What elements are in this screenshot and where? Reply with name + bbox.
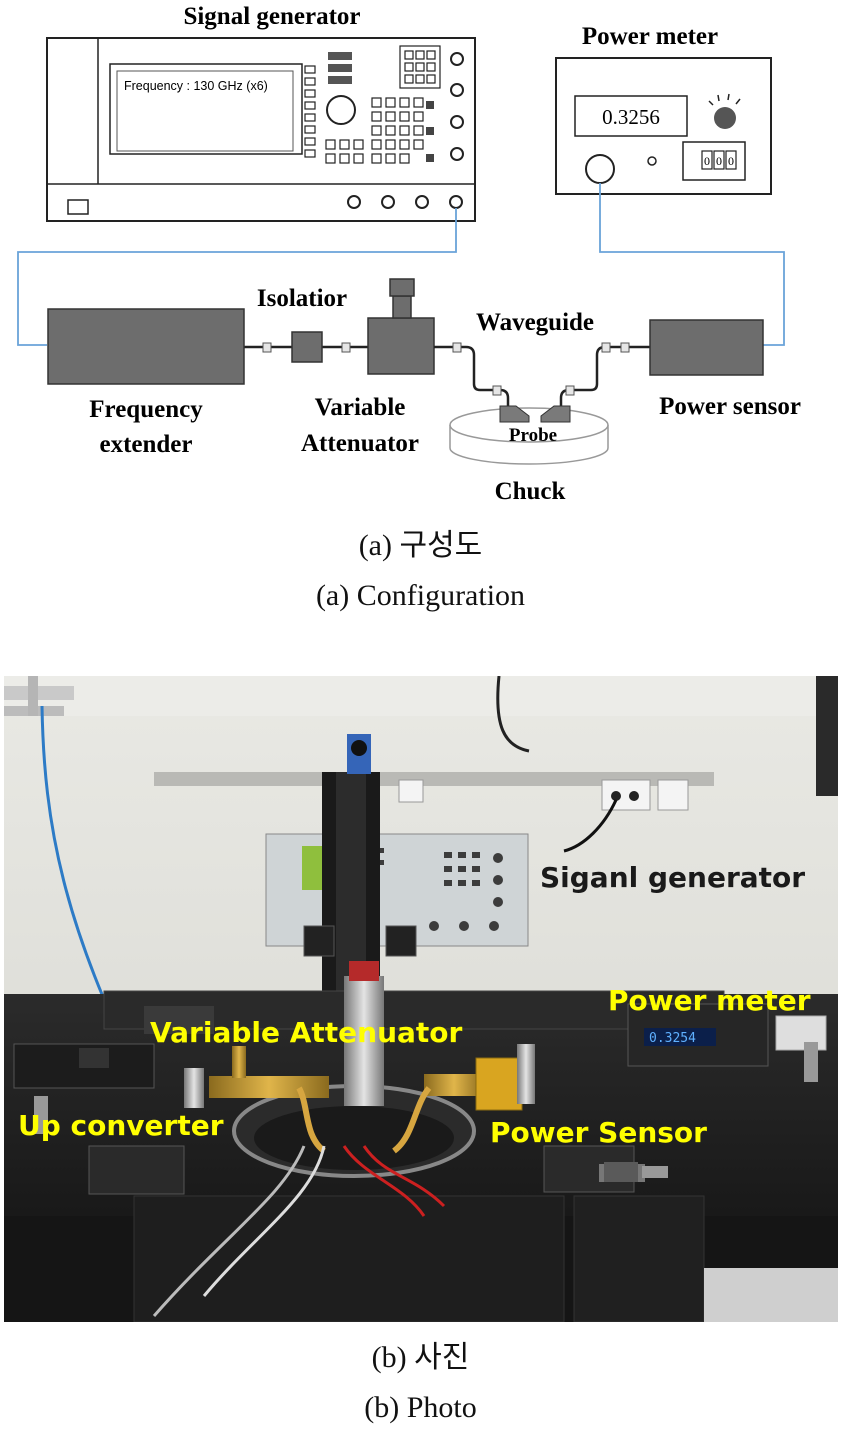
frequency-extender-label-2: extender [99, 431, 192, 458]
waveguide-chain [47, 278, 764, 406]
waveguide-label: Waveguide [476, 309, 594, 336]
power-meter-reading: 0.3256 [602, 105, 660, 129]
signal-generator: Frequency : 130 GHz (x6) [46, 37, 476, 222]
setup-photo: Siganl generator [4, 676, 838, 1322]
isolator-label: Isolatior [257, 285, 347, 312]
power-meter-knob [714, 107, 736, 129]
probe-label: Probe [509, 425, 557, 446]
power-sensor [649, 319, 764, 376]
counter-digit-2: 0 [716, 154, 722, 168]
photo-label-signal-generator: Siganl generator [540, 861, 805, 894]
photo-label-power-sensor: Power Sensor [490, 1116, 707, 1149]
chuck-label: Chuck [495, 478, 566, 505]
isolator [291, 331, 323, 363]
power-meter-title: Power meter [582, 23, 718, 50]
generator-slot [67, 199, 89, 215]
generator-screen-text: Frequency : 130 GHz (x6) [124, 79, 268, 93]
photo-label-up-converter: Up converter [18, 1109, 224, 1142]
photo-meter-display: 0.3254 [649, 1031, 696, 1046]
caption-a-korean: (a) 구성도 [358, 529, 483, 562]
caption-b-korean: (b) 사진 [371, 1341, 470, 1374]
generator-knob [326, 95, 356, 125]
variable-attenuator-label-2: Attenuator [301, 430, 419, 457]
configuration-diagram: Signal generator Power meter Frequency :… [17, 3, 801, 505]
caption-b-english: (b) Photo [364, 1391, 477, 1424]
power-meter: 0.3256 0 0 0 [555, 57, 772, 195]
chuck [449, 405, 609, 465]
power-sensor-label: Power sensor [659, 393, 801, 420]
signal-generator-title: Signal generator [183, 3, 360, 30]
frequency-extender [47, 308, 245, 385]
variable-attenuator [367, 317, 435, 375]
probe-left [499, 405, 530, 423]
counter-digit-1: 0 [704, 154, 710, 168]
variable-attenuator-label-1: Variable [315, 394, 406, 421]
frequency-extender-label-1: Frequency [89, 396, 203, 423]
caption-a-english: (a) Configuration [315, 579, 526, 612]
photo-label-power-meter: Power meter [608, 984, 811, 1017]
photo-label-variable-attenuator: Variable Attenuator [150, 1016, 463, 1049]
softkey-column [304, 65, 316, 158]
probe-right [540, 405, 571, 423]
rf-cables [17, 183, 785, 346]
counter-digit-3: 0 [728, 154, 734, 168]
power-meter-input-port [585, 154, 615, 184]
